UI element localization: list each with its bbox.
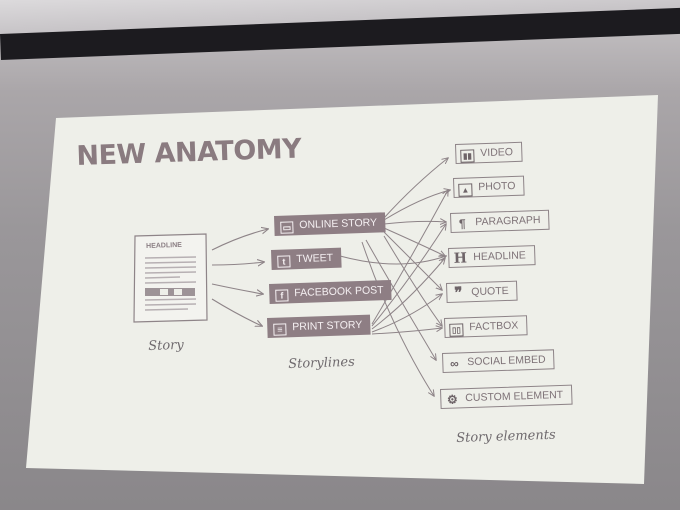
- facebook-icon: f: [275, 289, 289, 302]
- storyline-tweet: t TWEET: [271, 247, 342, 270]
- element-label: VIDEO: [480, 146, 514, 160]
- slide-title: NEW ANATOMY: [75, 133, 302, 172]
- element-social-embed: ∞ SOCIAL EMBED: [442, 349, 555, 373]
- element-photo: ▲ PHOTO: [453, 175, 525, 198]
- story-to-storyline-arrows: [211, 229, 268, 326]
- gear-icon: ⚙: [446, 392, 458, 407]
- monitor-icon: ▭: [280, 221, 294, 234]
- story-elements-caption: Story elements: [455, 427, 556, 446]
- element-label: CUSTOM ELEMENT: [465, 388, 564, 405]
- storyline-label: FACEBOOK POST: [294, 284, 384, 300]
- element-label: SOCIAL EMBED: [467, 353, 546, 369]
- book-icon: ▯▯: [449, 323, 464, 337]
- storylines-caption: Storylines: [287, 354, 356, 372]
- storyline-to-element-arrows: [339, 158, 450, 396]
- element-headline: H HEADLINE: [448, 245, 536, 268]
- element-label: QUOTE: [471, 284, 509, 299]
- element-quote: ❞ QUOTE: [446, 280, 518, 303]
- story-document: [133, 233, 208, 323]
- document-headline: HEADLINE: [146, 241, 182, 250]
- film-icon: ▮▮: [460, 149, 475, 163]
- story-caption: Story: [147, 337, 184, 354]
- image-icon: ▲: [458, 183, 473, 197]
- storyline-label: PRINT STORY: [292, 318, 363, 334]
- link-icon: ∞: [449, 356, 459, 371]
- storyline-label: TWEET: [296, 251, 334, 266]
- storyline-print-story: ≡ PRINT STORY: [267, 314, 371, 338]
- element-label: FACTBOX: [469, 319, 519, 334]
- element-label: PHOTO: [478, 179, 516, 194]
- twitter-icon: t: [277, 255, 291, 268]
- element-label: HEADLINE: [473, 249, 527, 264]
- newspaper-icon: ≡: [273, 323, 287, 336]
- element-factbox: ▯▯ FACTBOX: [444, 315, 528, 338]
- storyline-online-story: ▭ ONLINE STORY: [274, 212, 386, 236]
- pilcrow-icon: ¶: [458, 216, 466, 231]
- element-video: ▮▮ VIDEO: [455, 141, 523, 164]
- storyline-facebook-post: f FACEBOOK POST: [269, 279, 392, 304]
- storyline-label: ONLINE STORY: [299, 216, 378, 232]
- heading-icon: H: [453, 250, 468, 267]
- element-paragraph: ¶ PARAGRAPH: [450, 209, 550, 233]
- quote-icon: ❞: [454, 284, 463, 302]
- element-label: PARAGRAPH: [475, 214, 541, 229]
